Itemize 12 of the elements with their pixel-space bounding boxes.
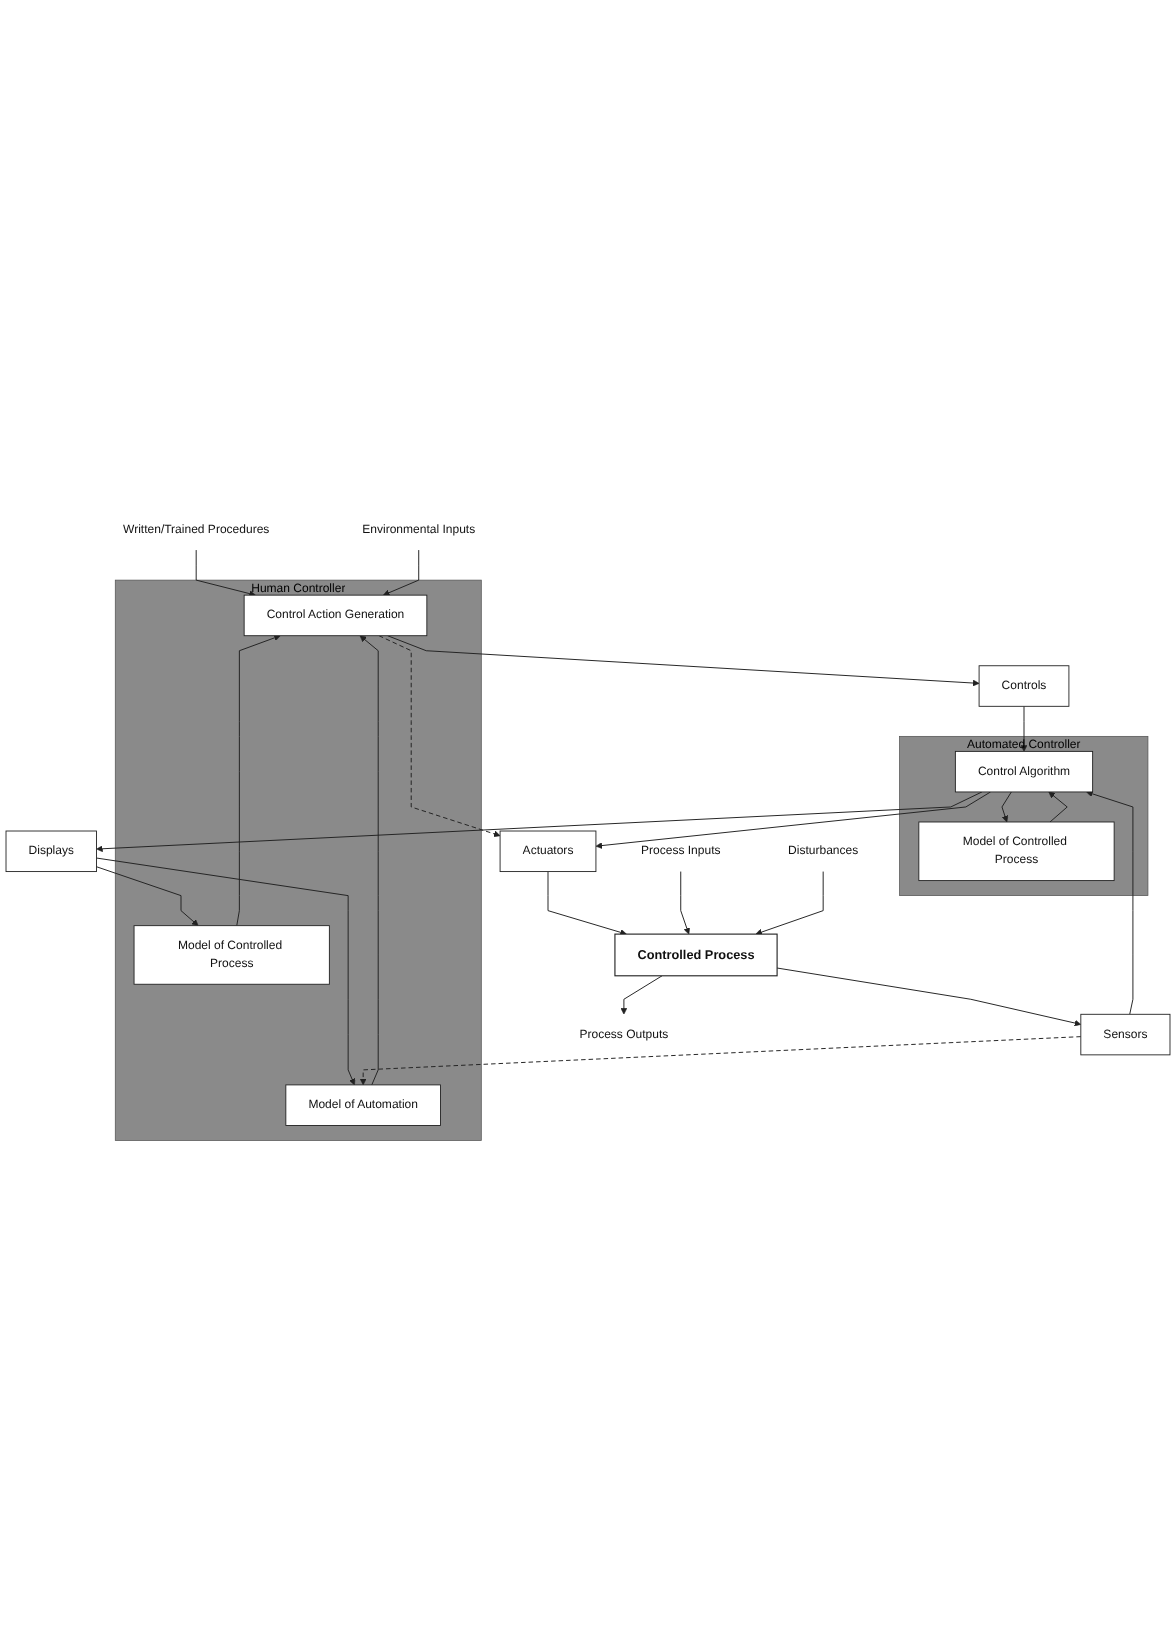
node-box [243, 594, 428, 637]
cluster [899, 736, 1149, 896]
node-box [918, 821, 1115, 882]
node-box [5, 830, 97, 873]
cluster [114, 579, 482, 1141]
node-box [954, 750, 1094, 793]
node-box [499, 830, 597, 873]
node-box [978, 665, 1070, 707]
node-box [133, 925, 330, 985]
node-box [285, 1084, 441, 1126]
node-box [614, 933, 778, 977]
node-box [1080, 1013, 1171, 1056]
